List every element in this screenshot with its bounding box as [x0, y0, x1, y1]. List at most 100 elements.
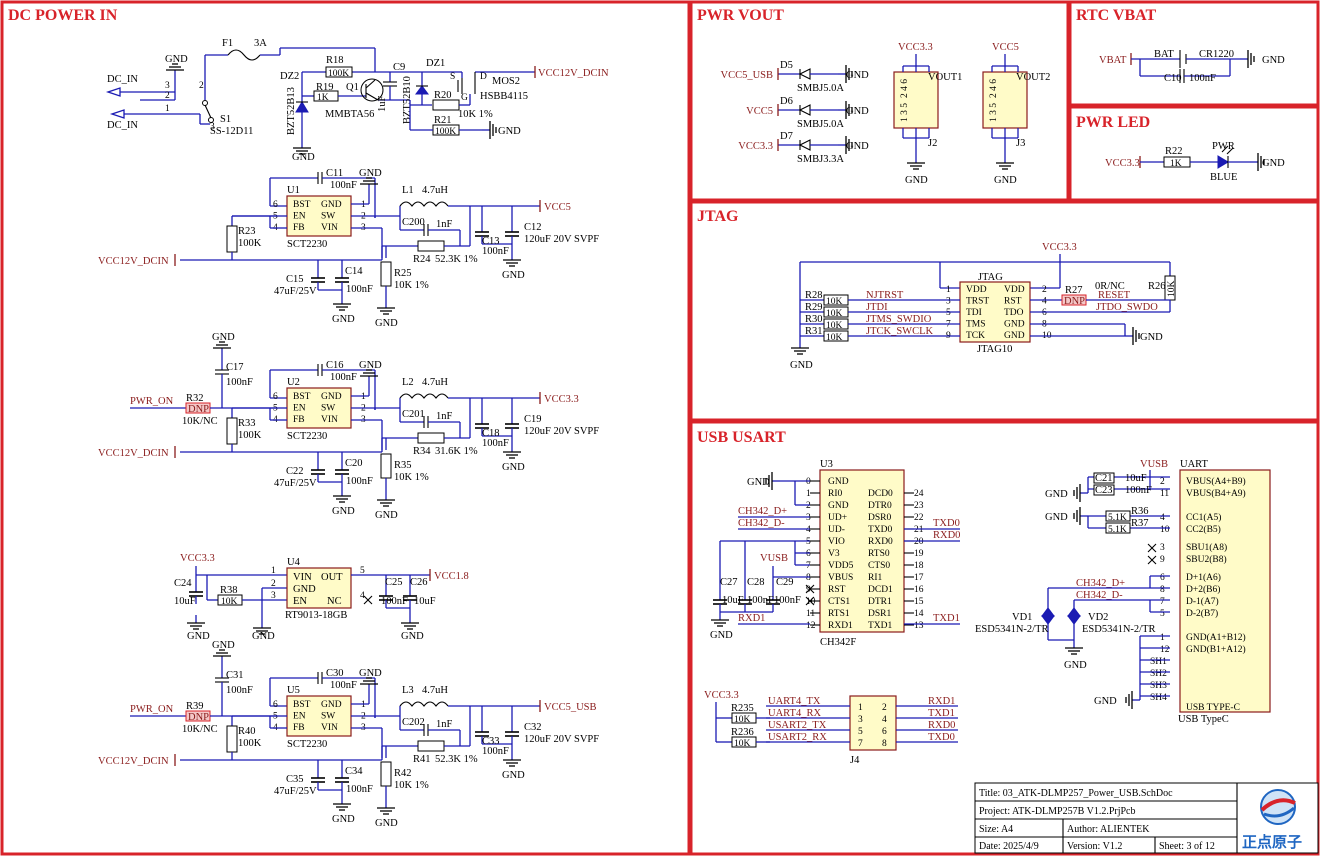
3-c-bst-value: 100nF	[330, 680, 357, 691]
svg-text:4: 4	[1042, 297, 1047, 307]
svg-text:5: 5	[360, 566, 365, 576]
svg-text:23: 23	[914, 501, 924, 511]
led-pwr-label: PWR	[1212, 141, 1235, 152]
1-c-in2-value: 100nF	[346, 284, 373, 295]
svg-text:GND: GND	[1262, 55, 1285, 66]
r27-label: R27	[1065, 285, 1083, 296]
vout2-net: VCC5	[992, 42, 1019, 53]
section-title-dc-power-in: DC POWER IN	[8, 7, 118, 24]
j4-vcc-net: VCC3.3	[704, 690, 739, 701]
u3-vusb-net: VUSB	[760, 553, 788, 564]
vd2-value: ESD5341N-2/TR	[1082, 624, 1156, 635]
u3-pin-right-3: TXD0	[868, 525, 893, 535]
r38-label: R38	[220, 585, 238, 596]
svg-text:DNP: DNP	[1064, 296, 1085, 307]
2-pin-gnd: GND	[321, 392, 342, 402]
svg-text:20: 20	[914, 537, 924, 547]
j4-label: J4	[850, 755, 860, 766]
r20-value: 10K 1%	[458, 109, 493, 120]
c29-label: C29	[776, 577, 794, 588]
u3-part: CH342F	[820, 637, 856, 648]
j3-label: J3	[1016, 138, 1025, 149]
jtag-vcc-net: VCC3.3	[1042, 242, 1077, 253]
2-c-in1-label: C22	[286, 466, 304, 477]
u3-pin-left-5: VIO	[828, 537, 845, 547]
svg-text:11: 11	[806, 609, 815, 619]
usbc-pin-3: CC2(B5)	[1186, 524, 1221, 535]
vd1-label: VD1	[1012, 612, 1032, 623]
1-pin-en: EN	[293, 212, 306, 222]
frame-dc-power-in	[0, 0, 691, 856]
usbc-pin-9: D-2(B7)	[1186, 608, 1218, 619]
svg-text:1: 1	[1160, 633, 1165, 643]
2-pin-fb: FB	[293, 415, 305, 425]
svg-text:GND: GND	[710, 630, 733, 641]
dz1-label: DZ1	[426, 58, 445, 69]
uart-part: USB TypeC	[1178, 714, 1229, 725]
1-pin-gnd: GND	[321, 200, 342, 210]
3-pin-gnd: GND	[321, 700, 342, 710]
frame-jtag	[689, 200, 1320, 422]
3-pin-fb: FB	[293, 723, 305, 733]
3-pin-vin: VIN	[321, 723, 338, 733]
svg-text:16: 16	[914, 585, 924, 595]
3-r-bot-label: R42	[394, 768, 412, 779]
c9-value: 1uF	[377, 96, 388, 113]
r18-value: 100K	[328, 69, 349, 79]
ldo-pin-en: EN	[293, 596, 307, 607]
1-c-out1-label: C13	[482, 236, 500, 247]
svg-text:S: S	[450, 72, 455, 82]
svg-text:3: 3	[210, 122, 215, 132]
u3-pin-right-4: RXD0	[868, 537, 893, 547]
usbc-shield-4: SH4	[1150, 693, 1167, 703]
svg-text:4: 4	[1160, 513, 1165, 523]
1-c-ff-value: 1nF	[436, 219, 453, 230]
3-r-top-label: R41	[413, 754, 431, 765]
1-c-out2-label: C12	[524, 222, 542, 233]
svg-text:GND: GND	[1064, 660, 1087, 671]
j4-right-net-1: TXD1	[928, 708, 955, 719]
u3-txd0-net: TXD0	[933, 518, 960, 529]
3-r-pwr-label: R39	[186, 701, 204, 712]
c21-label: C21	[1095, 473, 1113, 484]
jtag-r28-label: R28	[805, 290, 823, 301]
3-c-in1-label: C35	[286, 774, 304, 785]
svg-text:GND: GND	[1045, 512, 1068, 523]
led-color-label: BLUE	[1210, 172, 1237, 183]
1-c-ff-label: C200	[402, 217, 425, 228]
c23-label: C23	[1095, 485, 1113, 496]
u3-rxd0-net: RXD0	[933, 530, 960, 541]
3-c-out2-label: C32	[524, 722, 542, 733]
3-pin-bst: BST	[293, 700, 311, 710]
tb-author: Author: ALIENTEK	[1067, 824, 1150, 835]
jtag-r29-value: 10K	[826, 309, 843, 319]
cr1220-label: CR1220	[1199, 49, 1234, 60]
svg-text:6: 6	[273, 392, 278, 402]
c26-label: C26	[410, 577, 428, 588]
svg-text:3: 3	[946, 297, 951, 307]
frame-pwr-vout	[689, 0, 1070, 202]
d6-value: SMBJ5.0A	[797, 119, 844, 130]
u3-pin-right-8: DCD1	[868, 585, 893, 595]
d6-label: D6	[780, 96, 793, 107]
2-ic-part: SCT2230	[287, 431, 327, 442]
svg-text:2: 2	[271, 579, 276, 589]
usbc-pin-8: D-1(A7)	[1186, 596, 1219, 607]
svg-text:2: 2	[1042, 285, 1047, 295]
u3-rxd1-net: RXD1	[738, 613, 765, 624]
r36-label: R36	[1131, 506, 1149, 517]
svg-text:1: 1	[165, 104, 170, 114]
svg-text:2: 2	[806, 501, 811, 511]
usbc-shield-3: SH3	[1150, 681, 1167, 691]
svg-text:GND: GND	[401, 631, 424, 642]
r236-label: R236	[731, 727, 754, 738]
1-c-bst-label: C11	[326, 168, 343, 179]
svg-text:9: 9	[1160, 555, 1165, 565]
3-c-en-label: C31	[226, 670, 244, 681]
u3-pin-right-7: RI1	[868, 573, 883, 583]
svg-text:GND: GND	[212, 332, 235, 343]
c9-label: C9	[393, 62, 405, 73]
svg-text:GND: GND	[502, 270, 525, 281]
